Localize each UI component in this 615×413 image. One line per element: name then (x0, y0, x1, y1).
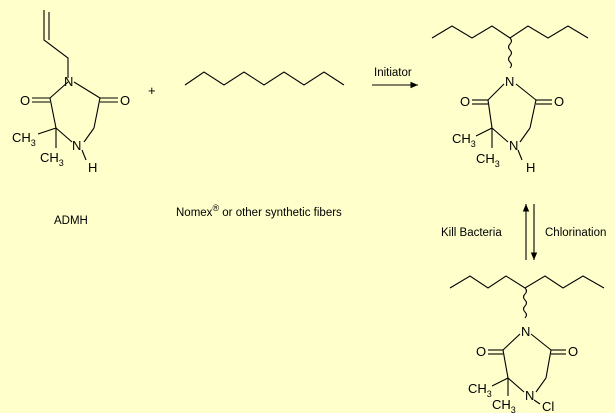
atom-cl: Cl (542, 399, 554, 413)
nomex-label: Nomex® or other synthetic fibers (176, 203, 342, 219)
atom-o: O (460, 94, 470, 109)
atom-o: O (120, 93, 130, 108)
equilibrium-arrows (522, 204, 538, 260)
methyl-label: CH3 (476, 151, 500, 169)
atom-n: N (521, 324, 530, 339)
atom-o: O (20, 93, 30, 108)
atom-h: H (88, 160, 97, 175)
admh-label: ADMH (54, 215, 88, 227)
plus-sign: + (148, 83, 156, 98)
atom-h: H (526, 160, 535, 175)
atom-n: N (509, 138, 518, 153)
chlorination-label: Chlorination (545, 227, 606, 239)
admh-molecule: N O O N H CH3 CH3 (12, 10, 130, 175)
atom-n: N (525, 388, 534, 403)
methyl-label: CH3 (40, 150, 64, 168)
atom-n: N (505, 74, 514, 89)
kill-bacteria-label: Kill Bacteria (441, 227, 502, 239)
atom-o: O (568, 344, 578, 359)
methyl-label: CH3 (468, 381, 492, 399)
methyl-label: CH3 (492, 397, 516, 413)
atom-o: O (554, 94, 564, 109)
methyl-label: CH3 (12, 130, 36, 148)
atom-n: N (72, 138, 81, 153)
atom-o: O (476, 344, 486, 359)
methyl-label: CH3 (452, 131, 476, 149)
grafted-product: N O O N H CH3 CH3 (431, 25, 589, 175)
polymer-chain (184, 71, 345, 86)
initiator-label: Initiator (374, 67, 412, 79)
atom-n: N (64, 74, 73, 89)
chlorinated-product: N O O N Cl CH3 CH3 (449, 275, 605, 413)
